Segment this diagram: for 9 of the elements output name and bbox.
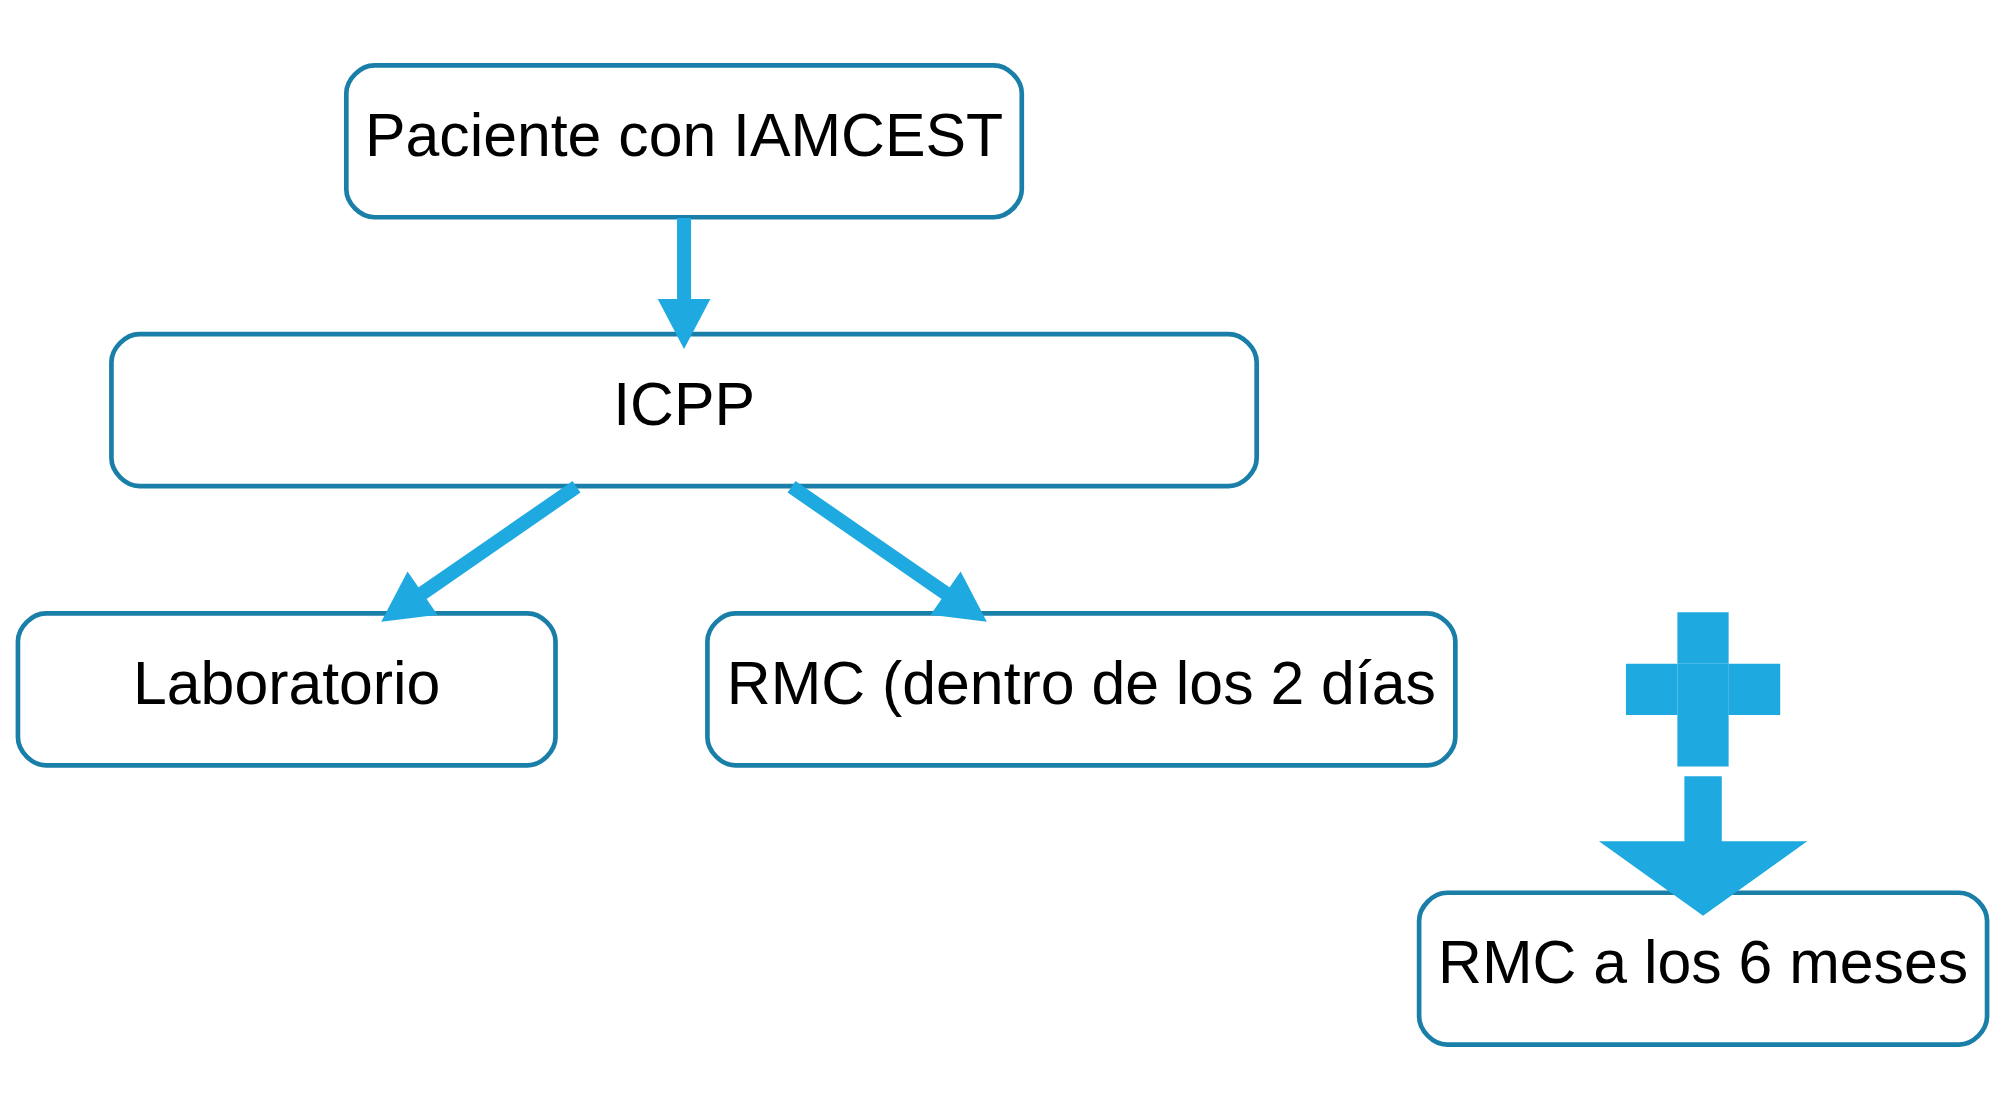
arrow (381, 481, 581, 622)
arrow (657, 217, 711, 350)
node-box: ICPP (109, 331, 1259, 489)
node-box: Laboratorio (15, 611, 558, 768)
arrow (787, 481, 987, 622)
node-box: RMC a los 6 meses (1416, 890, 1990, 1047)
arrow (1598, 776, 1808, 916)
node-box: RMC (dentro de los 2 días (705, 611, 1458, 768)
node-box: Paciente con IAMCEST (344, 63, 1025, 220)
